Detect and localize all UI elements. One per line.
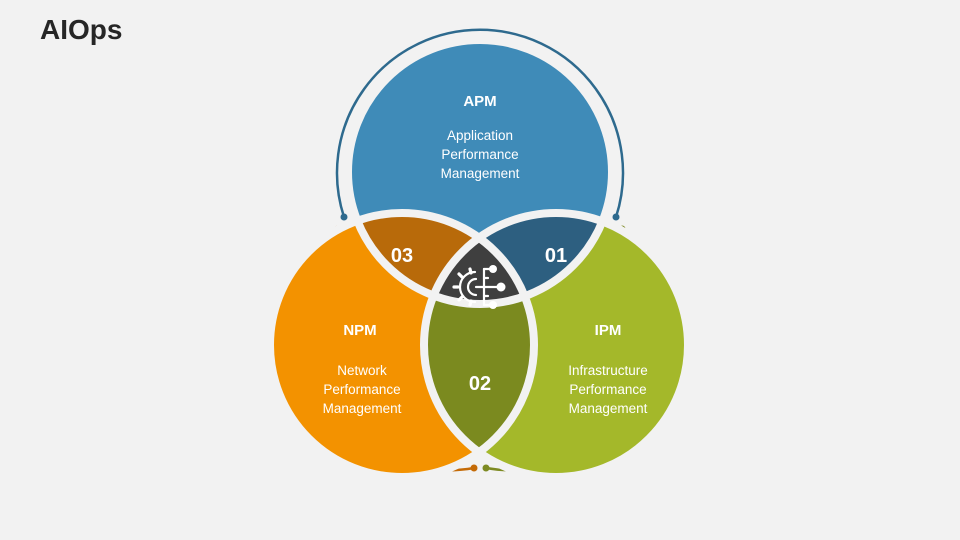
- apm-outer-ring: [335, 28, 625, 218]
- overlap-02-label: 02: [469, 373, 491, 395]
- ipm-desc-line-2: Performance: [569, 382, 646, 397]
- page-title: AIOps: [40, 14, 123, 45]
- gear-network-icon: [452, 265, 506, 309]
- apm-ring-dot-left: [340, 213, 348, 221]
- npm-desc-line-3: Management: [323, 401, 402, 416]
- npm-ring-dot-bottom: [470, 464, 478, 472]
- npm-desc-line-1: Network: [337, 363, 387, 378]
- ipm-title: IPM: [595, 322, 622, 339]
- ipm-ring-dot-bottom: [482, 464, 490, 472]
- overlap-01-label: 01: [545, 245, 567, 267]
- npm-desc-line-2: Performance: [323, 382, 400, 397]
- apm-title: APM: [463, 93, 496, 110]
- overlap-03-label: 03: [391, 245, 413, 267]
- apm-desc-line-2: Performance: [441, 147, 518, 162]
- ipm-desc-line-1: Infrastructure: [568, 363, 648, 378]
- npm-title: NPM: [343, 322, 376, 339]
- apm-desc-line-3: Management: [441, 166, 520, 181]
- apm-ring-dot-right: [612, 213, 620, 221]
- apm-desc-line-1: Application: [447, 128, 513, 143]
- ipm-desc-line-3: Management: [569, 401, 648, 416]
